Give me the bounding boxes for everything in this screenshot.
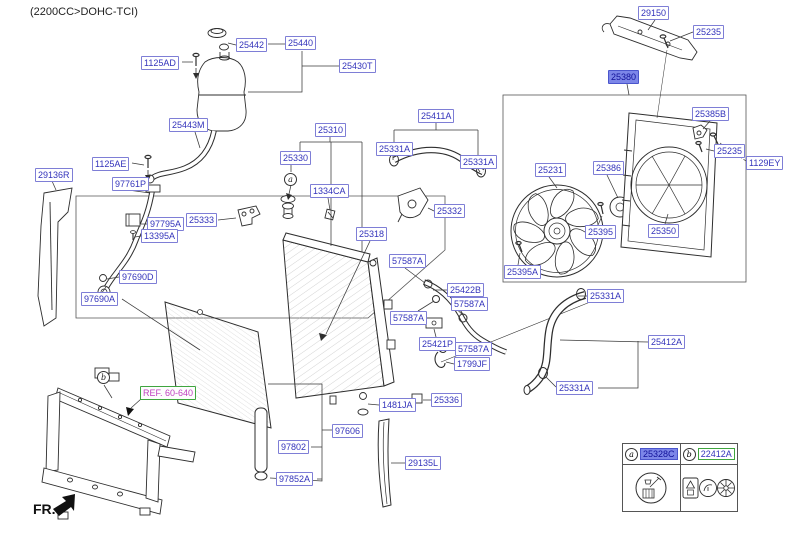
part-label-25395[interactable]: 25395	[585, 225, 617, 239]
group-box-pipe-assembly	[75, 195, 446, 319]
bolt-25395-icon	[597, 201, 604, 215]
part-label-25336[interactable]: 25336	[431, 393, 463, 407]
part-label-25332[interactable]: 25332	[434, 204, 466, 218]
part-label-25318[interactable]: 25318	[356, 227, 388, 241]
part-label-29150[interactable]: 29150	[638, 6, 670, 20]
part-label-57587a-4[interactable]: 57587A	[455, 342, 493, 356]
part-label-13395a[interactable]: 13395A	[141, 229, 179, 243]
bolt-25235-top-icon	[656, 34, 669, 119]
part-label-97690a[interactable]: 97690A	[81, 292, 119, 306]
group-box-fan-assembly	[502, 94, 747, 283]
part-label-57587a-2[interactable]: 57587A	[451, 297, 489, 311]
clip-1334ca-drawing	[324, 208, 336, 221]
part-label-25421p[interactable]: 25421P	[419, 337, 457, 351]
part-label-25442[interactable]: 25442	[236, 38, 268, 52]
upper-hose-drawing	[389, 146, 486, 178]
fan-shroud-drawing	[620, 112, 718, 258]
bolt-25235-side-icon	[695, 140, 703, 153]
air-deflector-drawing	[37, 187, 73, 327]
part-label-25386[interactable]: 25386	[593, 161, 625, 175]
drier-drawing	[254, 407, 268, 473]
part-label-25331a-1[interactable]: 25331A	[376, 142, 414, 156]
legend-letter-a: a	[624, 447, 638, 461]
part-label-25411a[interactable]: 25411A	[418, 109, 455, 123]
part-label-25385b[interactable]: 25385B	[692, 107, 730, 121]
part-label-97852a[interactable]: 97852A	[276, 472, 314, 486]
part-label-25331a-2[interactable]: 25331A	[460, 155, 498, 169]
front-direction-arrow-icon	[53, 494, 75, 516]
radiator-drawing	[282, 232, 396, 405]
part-label-1129ey[interactable]: 1129EY	[746, 156, 784, 170]
callout-b: b	[97, 371, 110, 384]
front-direction-label: FR.	[33, 501, 56, 517]
bracket-25333-drawing	[237, 205, 261, 227]
callout-a: a	[284, 173, 297, 186]
part-label-1334ca[interactable]: 1334CA	[310, 184, 349, 198]
part-label-57587a-1[interactable]: 57587A	[389, 254, 427, 268]
bolt-25395a-icon	[515, 240, 523, 253]
part-label-1125ad[interactable]: 1125AD	[141, 56, 179, 70]
lower-hose-drawing	[523, 288, 587, 395]
pin-1481ja-drawing	[357, 392, 369, 416]
bolt-1125ad-icon	[192, 52, 200, 79]
air-guard-strip-drawing	[377, 418, 392, 508]
part-label-25443m[interactable]: 25443M	[169, 118, 208, 132]
drier-cap-drawing	[254, 471, 268, 481]
part-label-25235-1[interactable]: 25235	[693, 25, 725, 39]
page-title: (2200CC>DOHC-TCI)	[30, 6, 138, 18]
reservoir-tank-drawing	[196, 28, 247, 132]
part-label-25331a-4[interactable]: 25331A	[556, 381, 594, 395]
part-label-25380-selected[interactable]: 25380	[608, 70, 640, 84]
part-label-25333[interactable]: 25333	[186, 213, 218, 227]
bolt-1129ey-icon	[709, 132, 719, 145]
part-label-1799jf[interactable]: 1799JF	[454, 357, 491, 371]
part-label-25350[interactable]: 25350	[648, 224, 680, 238]
part-label-29136r[interactable]: 29136R	[35, 168, 73, 182]
part-label-57587a-3[interactable]: 57587A	[390, 311, 428, 325]
part-label-25422b[interactable]: 25422B	[447, 283, 485, 297]
part-label-97802[interactable]: 97802	[278, 440, 310, 454]
ref-label-60-640[interactable]: REF. 60-640	[140, 386, 197, 400]
part-label-25440[interactable]: 25440	[285, 36, 317, 50]
legend-table: a 25328C b 22412A	[622, 443, 738, 512]
part-label-25235-2[interactable]: 25235	[714, 144, 746, 158]
legend-cell-b: b 22412A	[681, 444, 738, 464]
part-label-1125ae[interactable]: 1125AE	[92, 157, 130, 171]
legend-part-label-22412a[interactable]: 22412A	[697, 448, 735, 460]
front-carrier-drawing	[41, 367, 196, 520]
legend-letter-b: b	[682, 447, 696, 461]
legend-fan-warning-label-icon	[682, 477, 735, 499]
part-label-25310[interactable]: 25310	[315, 123, 347, 137]
part-label-29135l[interactable]: 29135L	[405, 456, 442, 470]
part-label-97606[interactable]: 97606	[332, 424, 364, 438]
legend-part-label-25328c[interactable]: 25328C	[639, 448, 678, 460]
part-label-97761p[interactable]: 97761P	[112, 177, 150, 191]
part-label-25395a[interactable]: 25395A	[504, 265, 542, 279]
part-label-1481ja[interactable]: 1481JA	[379, 398, 416, 412]
support-bar-drawing	[601, 15, 698, 61]
inlet-fitting-drawing	[397, 187, 429, 223]
part-label-25231[interactable]: 25231	[535, 163, 567, 177]
part-label-25430t[interactable]: 25430T	[339, 59, 376, 73]
legend-cap-warning-label-icon	[635, 472, 667, 504]
radiator-cap-drawing	[280, 195, 296, 219]
reservoir-hose-drawing	[145, 130, 217, 184]
part-label-25331a-3[interactable]: 25331A	[587, 289, 625, 303]
part-label-97690d[interactable]: 97690D	[119, 270, 157, 284]
part-label-25412a[interactable]: 25412A	[648, 335, 686, 349]
legend-cell-a: a 25328C	[623, 444, 681, 464]
part-label-25330[interactable]: 25330	[280, 151, 312, 165]
